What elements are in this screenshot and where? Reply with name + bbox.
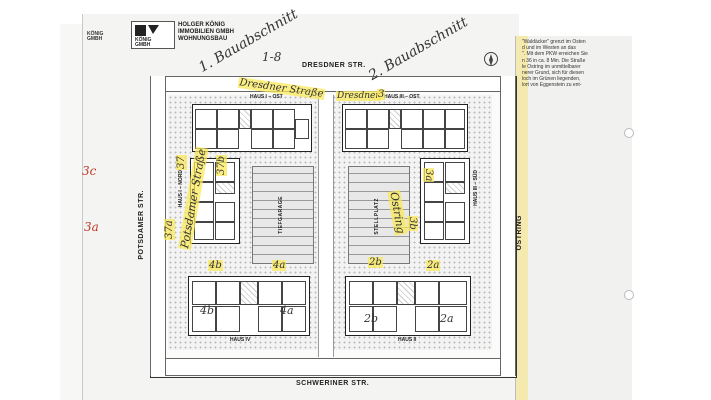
building-haus-1-ost	[192, 104, 312, 152]
annotation-dresdner: Dresdner	[336, 91, 381, 101]
annotation-4a-lower: 4a	[280, 304, 294, 317]
building-haus-2	[345, 276, 471, 336]
annotation-range: 1-8	[262, 50, 282, 64]
punch-hole-bottom	[624, 290, 634, 300]
svg-text:GMBH: GMBH	[135, 42, 151, 48]
label-haus-1-ost: HAUS I – OST	[250, 94, 283, 100]
street-label-south: SCHWERINER STR.	[296, 380, 370, 387]
annotation-37a: 37a	[164, 219, 175, 240]
company-logo: KÖNIG GMBH	[131, 21, 175, 49]
annotation-2b-lower: 2b	[364, 312, 379, 325]
street-label-east: OSTRING	[516, 215, 523, 251]
company-name: HOLGER KÖNIG IMMOBILIEN GMBH WOHNUNGSBAU	[178, 22, 234, 43]
annotation-2b: 2b	[368, 257, 383, 268]
label-haus-2: HAUS II	[398, 337, 417, 343]
highlight-strip	[516, 36, 528, 400]
annotation-4a: 4a	[272, 260, 287, 271]
annotation-3a: 3a	[423, 168, 434, 183]
annotation-4b: 4b	[208, 260, 223, 271]
label-haus-3-ost: HAUS III – OST	[384, 94, 420, 100]
tiefgarage	[252, 166, 314, 264]
building-haus-4	[188, 276, 310, 336]
compass-icon	[484, 52, 498, 66]
margin-note-3a: 3a	[84, 220, 99, 234]
company-line: HOLGER KÖNIG	[178, 22, 226, 28]
brand-fragment: KÖNIG GMBH	[87, 31, 104, 42]
label-haus-1-nord: HAUS I – NORD	[178, 170, 184, 208]
annotation-37: 37	[176, 155, 187, 170]
road-north	[150, 76, 515, 92]
label-haus-3-sud: HAUS III – SÜD	[473, 170, 479, 206]
annotation-37b: 37b	[216, 154, 227, 176]
punch-hole-top	[624, 128, 634, 138]
annotation-3b: 3b	[407, 216, 418, 231]
right-sheet	[515, 36, 632, 400]
road-south	[150, 358, 515, 376]
label-stellplatz: STELLPLATZ	[374, 198, 380, 235]
annotation-2a-lower: 2a	[440, 312, 454, 325]
margin-note-3c: 3c	[82, 164, 97, 178]
building-haus-3-ost	[342, 104, 468, 152]
label-haus-4: HAUS IV	[230, 337, 251, 343]
side-description: "Waldäcker" grenzt im Osten d und im Wes…	[522, 39, 588, 89]
svg-text:KÖNIG: KÖNIG	[135, 36, 152, 43]
central-path	[318, 95, 334, 357]
street-label-west: POTSDAMER STR.	[138, 190, 145, 260]
annotation-2a: 2a	[426, 260, 441, 271]
label-tiefgarage: TIEFGARAGE	[278, 196, 284, 234]
building-haus-3-sud	[420, 158, 470, 244]
company-line: WOHNUNGSBAU	[178, 36, 228, 42]
annotation-dresdner-3: 3	[377, 89, 386, 100]
annotation-4b-lower: 4b	[200, 304, 215, 317]
company-line: IMMOBILIEN GMBH	[178, 29, 234, 35]
logo-icon: KÖNIG GMBH	[135, 25, 159, 48]
road-east	[500, 76, 516, 376]
street-label-north: DRESDNER STR.	[302, 62, 366, 69]
